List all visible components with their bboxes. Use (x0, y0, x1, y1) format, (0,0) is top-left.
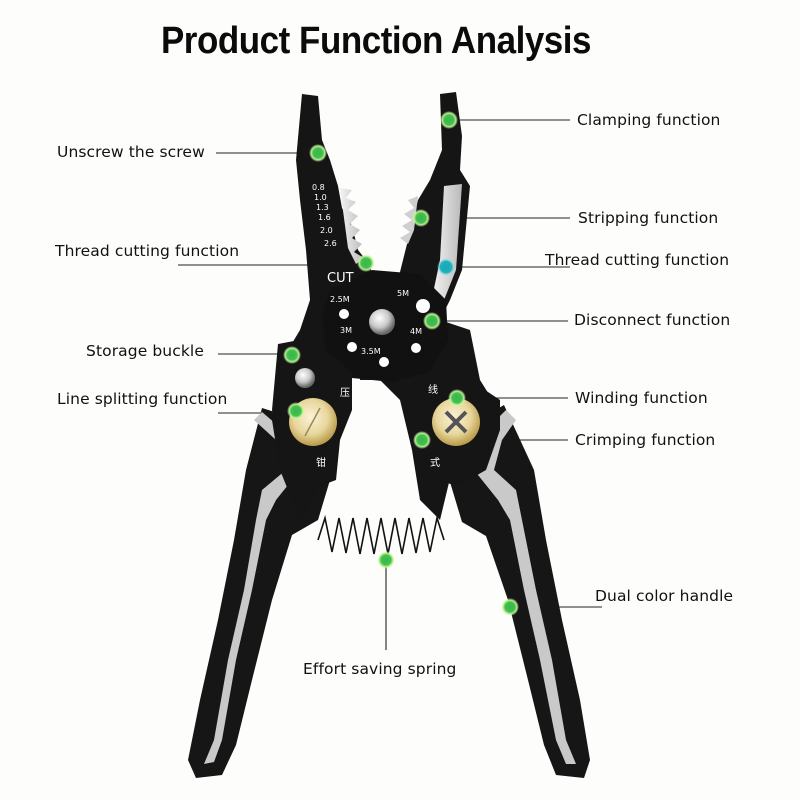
spring (317, 514, 445, 555)
callout-thread-cutting-right: Thread cutting function (545, 251, 730, 269)
callout-effort-saving-spring: Effort saving spring (303, 660, 457, 678)
feature-markers (283, 111, 519, 616)
marker-dual-color-handle (501, 598, 519, 616)
page-title: Product Function Analysis (160, 20, 592, 62)
right-handle (450, 405, 590, 778)
glyph-xian: 线 (428, 383, 438, 396)
callout-clamping: Clamping function (577, 111, 721, 129)
bolt-3-5m: 3.5M (361, 347, 381, 356)
pivot-rivet (369, 309, 395, 335)
callout-stripping: Stripping function (578, 209, 719, 227)
gauge-1-6: 1.6 (318, 213, 331, 222)
callout-thread-cutting-left: Thread cutting function (55, 242, 240, 260)
bolt-3m: 3M (340, 326, 352, 335)
marker-clamping (440, 111, 458, 129)
callout-disconnect: Disconnect function (574, 311, 731, 329)
lower-jaws (272, 338, 500, 486)
marker-thread-cutting-left (357, 254, 375, 272)
callout-winding: Winding function (575, 389, 708, 407)
glyph-ya: 压 (340, 387, 350, 399)
storage-buckle-ball (295, 368, 315, 388)
gauge-2-0: 2.0 (320, 226, 333, 235)
callout-line-splitting: Line splitting function (57, 390, 228, 408)
callout-unscrew-the-screw: Unscrew the screw (57, 143, 205, 161)
center-plate (322, 270, 448, 382)
bolt-4m: 4M (410, 327, 422, 336)
marker-effort-saving-spring (377, 551, 395, 569)
callout-dual-color-handle: Dual color handle (595, 587, 734, 605)
bolt-2-5m: 2.5M (330, 295, 350, 304)
glyph-qian: 钳 (316, 456, 326, 469)
gauge-1-0: 1.0 (314, 193, 327, 202)
bolt-5m: 5M (397, 289, 409, 298)
marker-stripping (412, 209, 430, 227)
marker-unscrew (309, 144, 327, 162)
gauge-0-8: 0.8 (312, 183, 325, 192)
gauge-1-3: 1.3 (316, 203, 329, 212)
marker-winding (448, 389, 466, 407)
glyph-shi: 式 (430, 456, 440, 469)
jaw-markings: 0.8 1.0 1.3 1.6 2.0 2.6 CUT 2.5M 5M 3M 4… (312, 183, 440, 469)
gauge-2-6: 2.6 (324, 239, 337, 248)
marker-line-splitting (287, 402, 305, 420)
callout-crimping: Crimping function (575, 431, 716, 449)
marker-thread-cutting-right (437, 258, 455, 276)
callout-storage-buckle: Storage buckle (86, 342, 204, 360)
marker-storage-buckle (283, 346, 301, 364)
marker-crimping (413, 431, 431, 449)
marker-disconnect (423, 312, 441, 330)
cut-marking: CUT (327, 271, 354, 286)
